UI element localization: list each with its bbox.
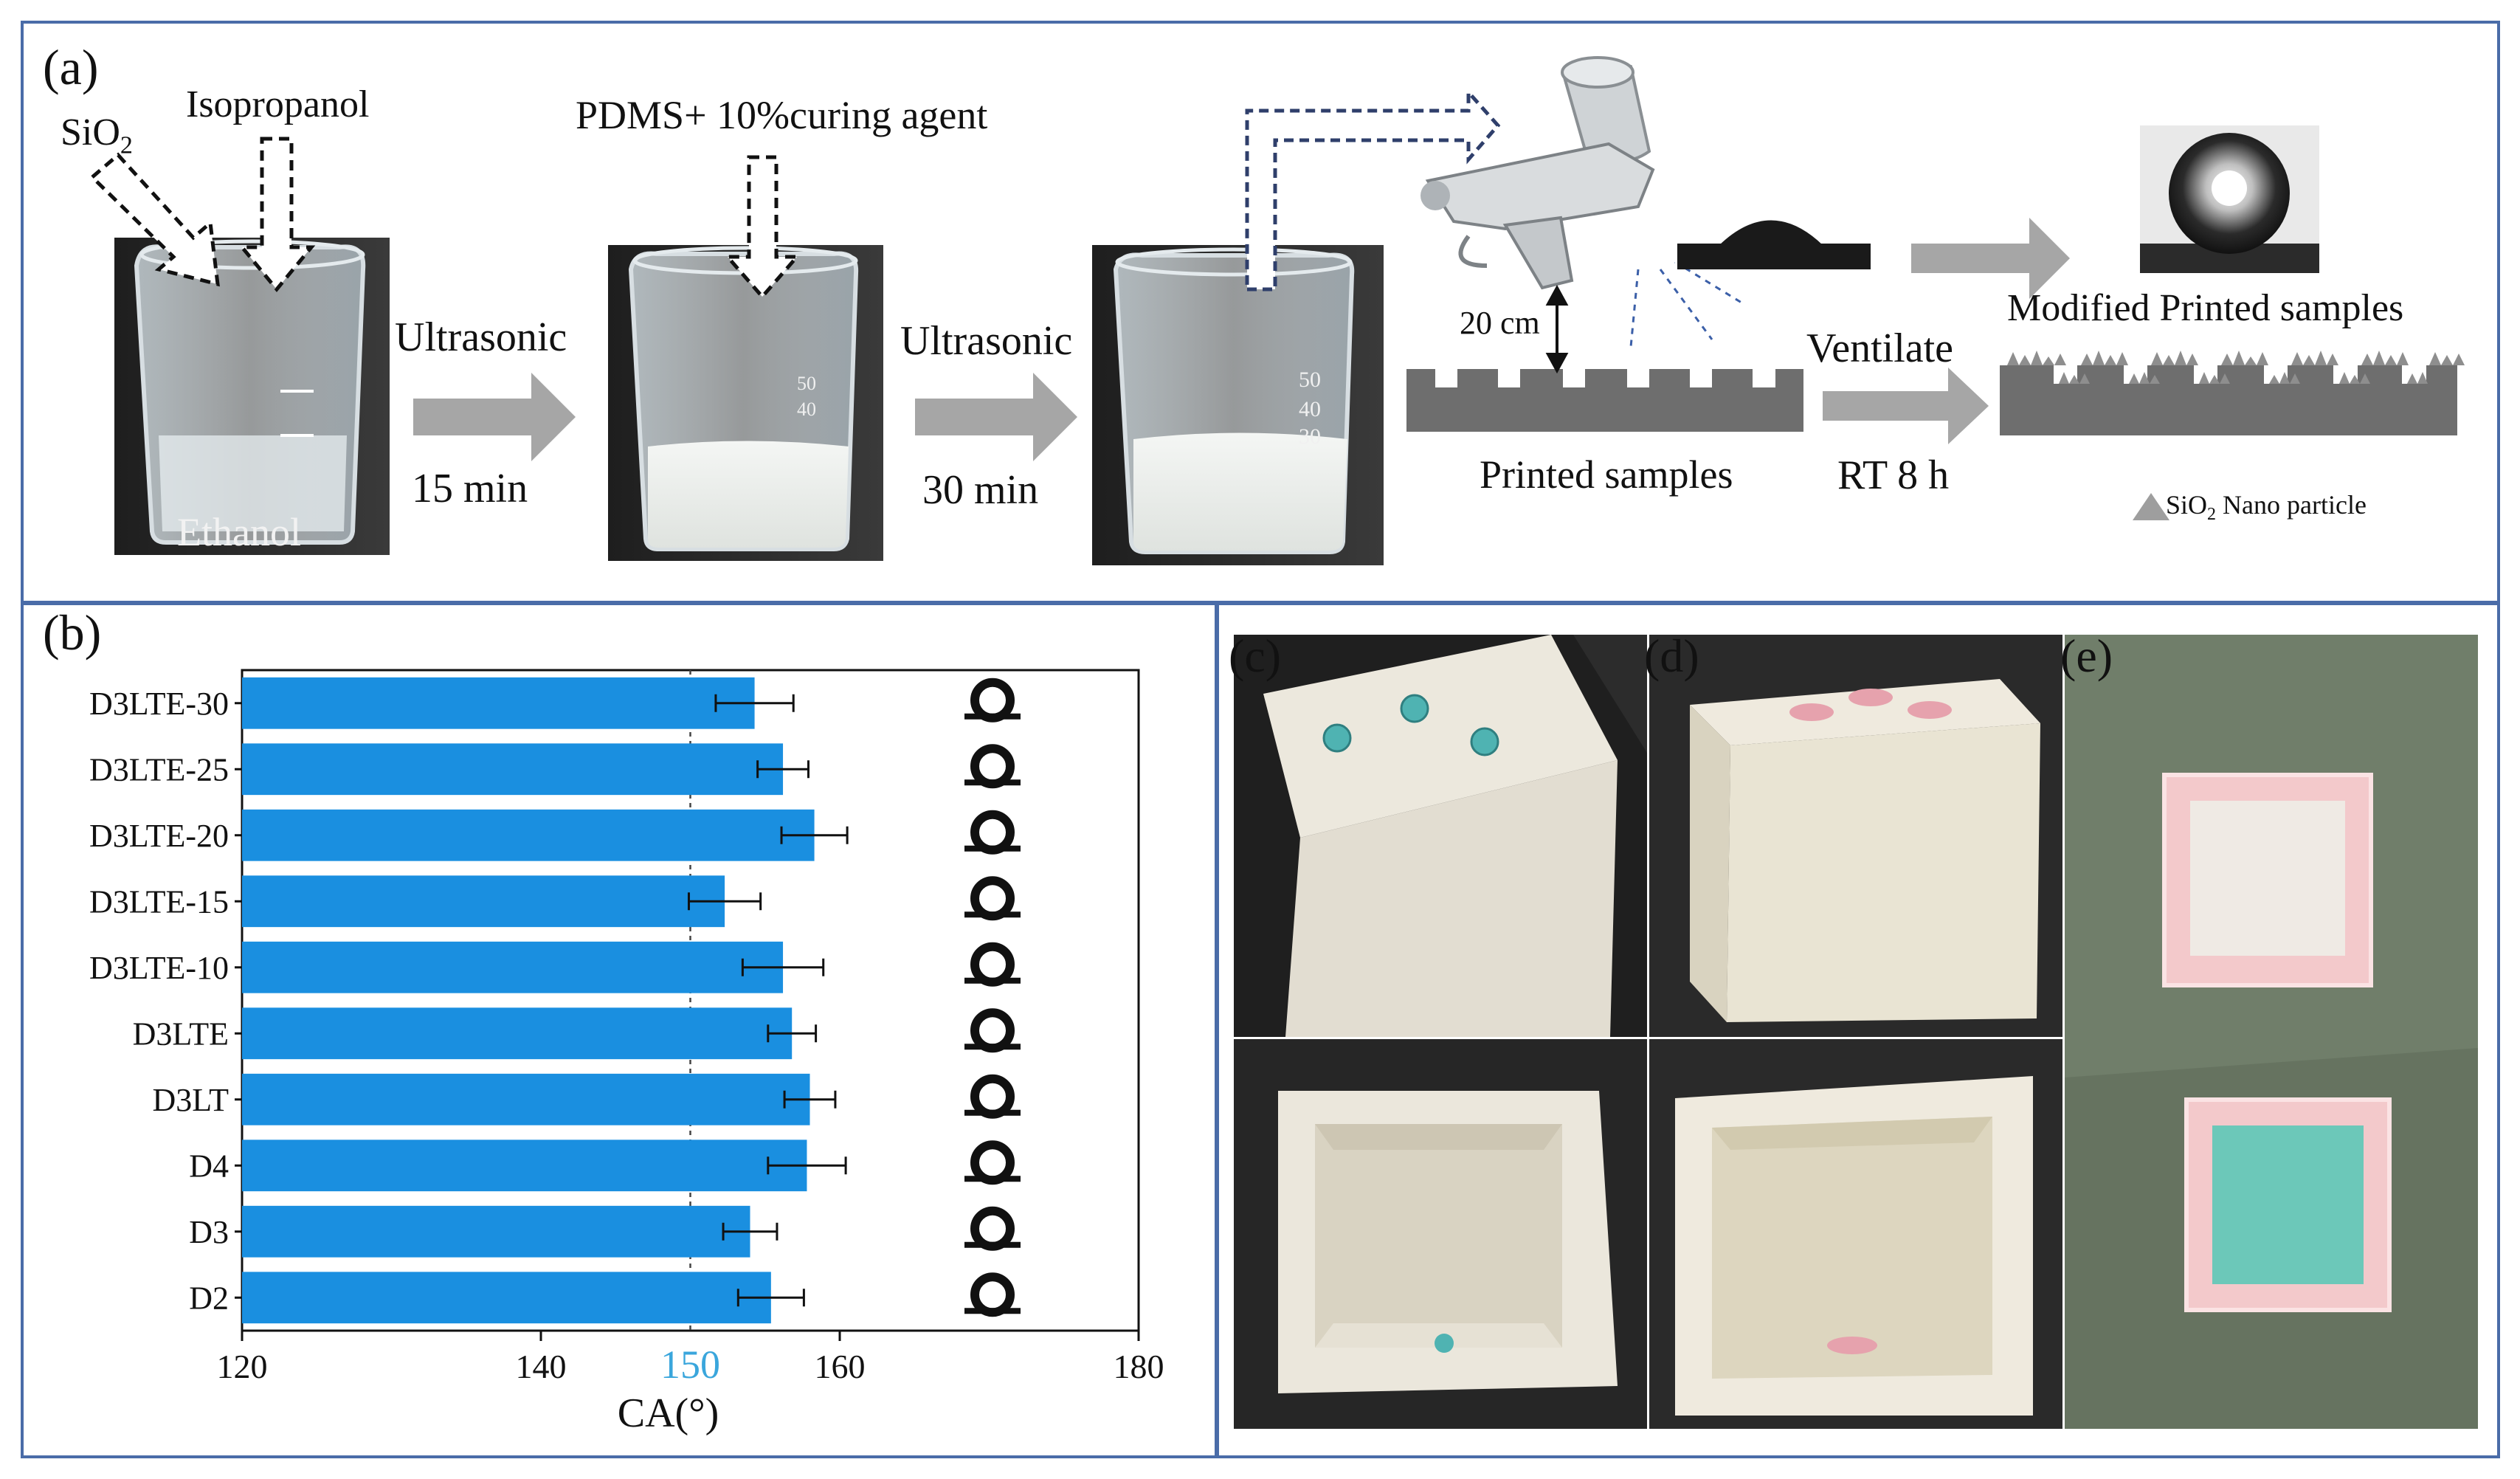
beaker2-mark-40: 40: [797, 399, 816, 420]
label-step2-bottom: 30 min: [922, 467, 1039, 513]
modified-sample-substrate: [2000, 351, 2465, 435]
droplet-icon-d2: [970, 1272, 1015, 1317]
bar-d3lte-30: [242, 677, 755, 729]
ytick-label-d3lt: D3LT: [153, 1082, 229, 1118]
xtick-label-180: 180: [1114, 1348, 1164, 1385]
legend-pre: SiO: [2166, 490, 2208, 520]
bar-d4: [242, 1140, 807, 1192]
arrow-pdms: [723, 155, 801, 300]
photo-d-bottom: [1649, 1039, 2062, 1429]
legend-sub: 2: [2207, 505, 2217, 525]
bar-d3lt: [242, 1073, 810, 1125]
ytick-label-d4: D4: [189, 1148, 229, 1184]
ytick-label-d3lte-30: D3LTE-30: [89, 686, 229, 722]
panel-d-label: (d): [1644, 630, 1699, 682]
label-rt-8h: RT 8 h: [1837, 452, 1950, 498]
label-modified: Modified Printed samples: [2007, 287, 2404, 329]
process-arrow-1: [413, 373, 576, 461]
beaker-mixture-1: [608, 245, 883, 561]
label-sio2-text: SiO: [61, 111, 120, 154]
panel-b-label: (b): [43, 604, 102, 661]
ytick-label-d3lte-15: D3LTE-15: [89, 883, 229, 920]
bar-d3lte-10: [242, 941, 784, 993]
ytick-label-d2: D2: [189, 1280, 229, 1316]
photo-d-top: [1649, 635, 2062, 1037]
photo-e: [2065, 635, 2478, 1429]
xtick-label-160: 160: [815, 1348, 866, 1385]
label-pdms: PDMS+ 10%curing agent: [576, 93, 988, 137]
ytick-label-d3lte-20: D3LTE-20: [89, 818, 229, 854]
beaker3-mark-50: 50: [1299, 368, 1321, 392]
beaker-mixture-2: [1092, 245, 1384, 565]
xtick-label-140: 140: [516, 1348, 567, 1385]
process-arrow-top: [1911, 218, 2070, 299]
beaker3-mark-30: 30: [1299, 424, 1321, 449]
photo-c-bottom: [1234, 1039, 1647, 1429]
label-isopropanol: Isopropanol: [186, 83, 370, 125]
beaker3-mark-40: 40: [1299, 397, 1321, 421]
arrow-to-spray-gun: [1245, 87, 1501, 292]
legend-post: Nano particle: [2216, 490, 2367, 520]
spherical-drop-image: [2140, 125, 2319, 273]
droplet-icon-d3lte-15: [970, 876, 1015, 921]
label-printed-samples: Printed samples: [1480, 452, 1733, 497]
arrow-sio2: [89, 152, 220, 287]
ytick-label-d3lte: D3LTE: [133, 1016, 229, 1052]
ytick-label-d3: D3: [189, 1214, 229, 1250]
x-axis-label: CA(°): [618, 1390, 719, 1436]
xtick-label-150: 150: [660, 1342, 720, 1387]
xtick-label-120: 120: [217, 1348, 268, 1385]
panel-a-label: (a): [43, 39, 99, 95]
bar-d3lte-25: [242, 743, 784, 796]
panel-c-label: (c): [1229, 630, 1282, 682]
bar-d2: [242, 1272, 771, 1324]
panel-e-label: (e): [2060, 630, 2113, 682]
panel-a-diagram: [89, 56, 2465, 565]
nanoparticle-legend: SiO2 Nano particle: [2166, 489, 2367, 525]
label-distance: 20 cm: [1460, 305, 1540, 341]
droplet-icon-d3lte-10: [970, 942, 1015, 987]
label-sio2-sub: 2: [120, 131, 133, 159]
flat-drop-image: [1675, 207, 1871, 269]
bar-d3lte-20: [242, 809, 815, 861]
nanoparticle-legend-icon: [2133, 493, 2169, 520]
label-step2-top: Ultrasonic: [900, 318, 1073, 364]
ytick-label-d3lte-25: D3LTE-25: [89, 751, 229, 787]
ytick-label-d3lte-10: D3LTE-10: [89, 950, 229, 986]
process-arrow-ventilate: [1823, 368, 1989, 444]
process-arrow-2: [915, 373, 1077, 461]
droplet-icon-d3lte: [970, 1008, 1015, 1053]
bar-d3lte-15: [242, 875, 725, 928]
droplet-icon-d3: [970, 1206, 1015, 1251]
label-step1-top: Ultrasonic: [395, 314, 567, 360]
droplet-icon-d3lte-30: [970, 678, 1015, 723]
label-ventilate: Ventilate: [1806, 325, 1954, 371]
label-step1-bottom: 15 min: [412, 466, 528, 511]
label-ethanol: Ethanol: [177, 510, 301, 554]
distance-arrow: [1545, 284, 1569, 374]
droplet-icon-d4: [970, 1140, 1015, 1185]
bar-d3lte: [242, 1007, 793, 1060]
photo-c-top: [1234, 635, 1647, 1037]
beaker2-mark-50: 50: [797, 373, 816, 394]
droplet-icon-d3lte-20: [970, 810, 1015, 855]
contact-angle-chart: D3LTE-30D3LTE-25D3LTE-20D3LTE-15D3LTE-10…: [89, 669, 1164, 1436]
droplet-icon-d3lte-25: [970, 744, 1015, 789]
arrow-isopropanol: [238, 137, 316, 292]
spray-mist-lines: [1629, 261, 1742, 348]
label-sio2: SiO2: [61, 111, 133, 159]
bar-d3: [242, 1205, 750, 1258]
panel-cde-frame: [1216, 602, 2500, 1458]
beaker-ethanol: [114, 238, 390, 555]
droplet-icon-d3lt: [970, 1074, 1015, 1119]
spray-gun: [1420, 56, 1655, 290]
printed-sample-substrate: [1406, 369, 1803, 432]
